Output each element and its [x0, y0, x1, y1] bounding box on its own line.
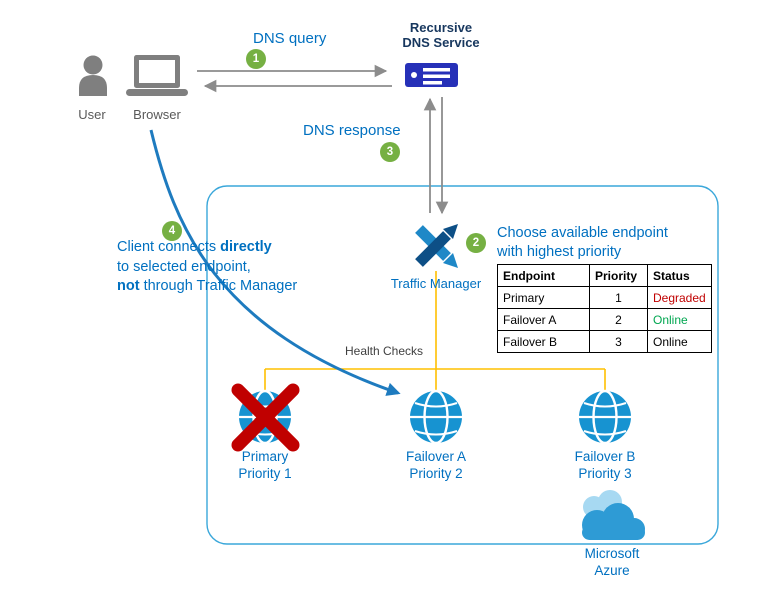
health-checks-label: Health Checks — [344, 344, 424, 358]
cloud-icon — [582, 490, 645, 540]
dns-server-icon — [405, 63, 458, 87]
red-x-icon — [231, 383, 300, 452]
azure-label: Microsoft Azure — [585, 545, 640, 579]
note-line-3: not through Traffic Manager — [117, 277, 297, 297]
endpoint-label-failover-a: Failover A Priority 2 — [406, 448, 466, 482]
traffic-manager-label: Traffic Manager — [390, 276, 482, 291]
cell-endpoint: Primary — [497, 286, 590, 309]
azure-boundary-box — [206, 185, 719, 545]
user-icon — [79, 55, 107, 96]
endpoint-label-primary: Primary Priority 1 — [238, 448, 291, 482]
endpoint-status-table: Endpoint Priority Status Primary 1 Degra… — [497, 264, 712, 353]
note-text: Client connects — [117, 239, 221, 255]
traffic-manager-icon — [415, 224, 458, 268]
azure-label-line2: Azure — [594, 563, 630, 578]
endpoint-priority: Priority 2 — [409, 466, 463, 481]
recursive-dns-label-line2: DNS Service — [402, 35, 480, 50]
azure-label-line1: Microsoft — [584, 546, 640, 561]
cell-priority: 3 — [589, 330, 648, 353]
client-connect-note: Client connects directly to selected end… — [117, 238, 297, 297]
table-row-primary: Primary 1 Degraded — [497, 286, 712, 309]
endpoint-name: Primary — [241, 449, 289, 464]
table-row-failover-b: Failover B 3 Online — [497, 330, 712, 353]
step-4-badge: 4 — [162, 221, 182, 241]
recursive-dns-label: Recursive DNS Service — [402, 20, 479, 50]
note-bold-directly: directly — [220, 239, 272, 255]
client-connect-arrow — [149, 129, 401, 396]
table-header-row: Endpoint Priority Status — [497, 264, 712, 287]
col-endpoint: Endpoint — [497, 264, 590, 287]
endpoint-priority: Priority 3 — [578, 466, 632, 481]
endpoint-priority: Priority 1 — [238, 466, 292, 481]
user-label: User — [78, 107, 106, 122]
step-2-badge: 2 — [466, 233, 486, 253]
health-check-lines — [264, 271, 606, 391]
failover-a-endpoint-globe-icon — [408, 389, 464, 445]
note-line-2: to selected endpoint, — [117, 258, 251, 275]
note-bold-not: not — [117, 278, 140, 294]
col-priority: Priority — [589, 264, 648, 287]
note-text: through Traffic Manager — [139, 278, 298, 294]
choose-endpoint-text: Choose available endpoint with highest p… — [497, 225, 668, 260]
endpoint-name: Failover A — [405, 449, 467, 464]
cell-endpoint: Failover A — [497, 308, 590, 331]
cell-priority: 2 — [589, 308, 648, 331]
table-row-failover-a: Failover A 2 Online — [497, 308, 712, 331]
dns-response-label: DNS response — [303, 122, 401, 139]
step-3-badge: 3 — [380, 142, 400, 162]
endpoint-name: Failover B — [574, 449, 636, 464]
note-line-1: Client connects directly — [117, 238, 297, 258]
endpoint-label-failover-b: Failover B Priority 3 — [575, 448, 636, 482]
step-1-badge: 1 — [246, 49, 266, 69]
recursive-dns-label-line1: Recursive — [409, 20, 473, 35]
laptop-icon — [126, 55, 188, 96]
cell-status: Degraded — [647, 286, 712, 309]
cell-status: Online — [647, 330, 712, 353]
cell-priority: 1 — [589, 286, 648, 309]
cell-endpoint: Failover B — [497, 330, 590, 353]
cell-status: Online — [647, 308, 712, 331]
dns-query-label: DNS query — [253, 30, 327, 47]
col-status: Status — [647, 264, 712, 287]
failover-b-endpoint-globe-icon — [577, 389, 633, 445]
browser-label: Browser — [133, 107, 181, 122]
